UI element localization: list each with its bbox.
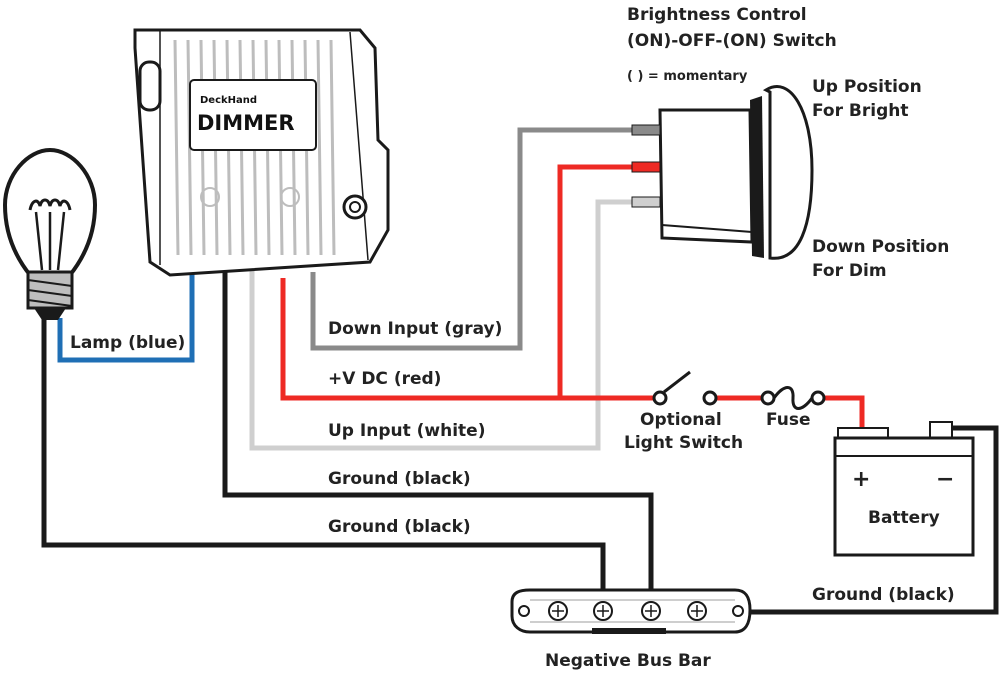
switch-title-line2: (ON)-OFF-(ON) Switch (627, 31, 837, 51)
label-light-switch-line2: Light Switch (624, 433, 743, 453)
battery-minus-icon: − (936, 467, 954, 492)
rocker-actuator (762, 85, 814, 260)
wire-vdc-red-switch (557, 164, 658, 398)
dimmer-module: DeckHand DIMMER (133, 28, 390, 277)
dimmer-model: DIMMER (197, 111, 295, 135)
switch-title-line1: Brightness Control (627, 5, 807, 25)
rocker-switch (631, 85, 814, 260)
labels: Brightness Control (ON)-OFF-(ON) Switch … (70, 5, 955, 671)
fuse (760, 386, 826, 410)
label-lamp-wire: Lamp (blue) (70, 333, 185, 353)
switch-up-line1: Up Position (812, 77, 922, 97)
battery: + − (833, 421, 975, 557)
switch-momentary-note: ( ) = momentary (627, 69, 748, 84)
switch-down-line2: For Dim (812, 261, 887, 281)
label-bus-bar: Negative Bus Bar (545, 651, 711, 671)
switch-down-line1: Down Position (812, 237, 949, 257)
label-battery: Battery (868, 508, 940, 528)
wire-ground-lamp (41, 318, 606, 612)
dimmer-brand: DeckHand (200, 95, 257, 106)
wire-ground-battery (740, 425, 999, 615)
label-up-input: Up Input (white) (328, 421, 485, 441)
wire-down-input-gray (310, 127, 658, 351)
switch-up-line2: For Bright (812, 101, 908, 121)
battery-plus-icon: + (852, 467, 870, 492)
wires (41, 127, 999, 615)
label-fuse: Fuse (766, 410, 811, 430)
optional-light-switch (652, 370, 718, 406)
lamp-bulb-icon (2, 147, 98, 320)
dimmer-label-panel (189, 79, 317, 151)
dimmer-mount-slot (138, 60, 162, 112)
label-down-input: Down Input (gray) (328, 319, 502, 339)
wire-vdc-red-fuse-battery (710, 395, 865, 428)
wire-ground-dimmer (222, 270, 654, 612)
label-ground-2: Ground (black) (328, 517, 471, 537)
wire-vdc-red (280, 278, 660, 401)
negative-bus-bar (510, 588, 752, 634)
label-ground-3: Ground (black) (812, 585, 955, 605)
dimmer-mount-hole (342, 194, 368, 220)
label-light-switch-line1: Optional (640, 410, 722, 430)
wire-lamp-blue (57, 270, 195, 363)
wire-up-input-white (249, 199, 658, 451)
label-vdc: +V DC (red) (328, 369, 441, 389)
label-ground-1: Ground (black) (328, 469, 471, 489)
